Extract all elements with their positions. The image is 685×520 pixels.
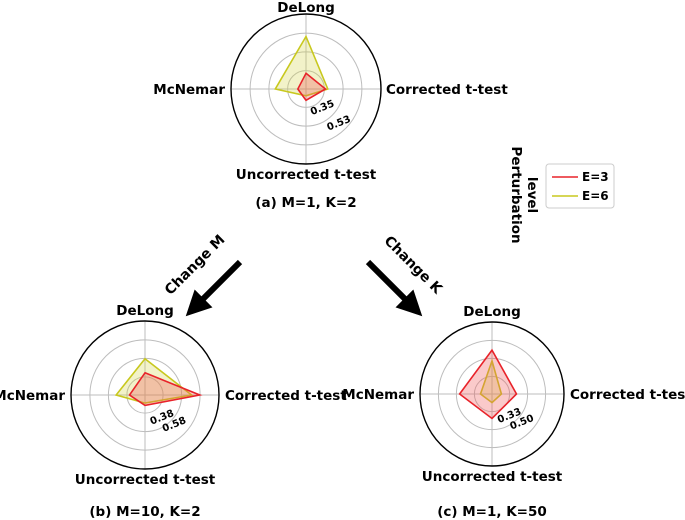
axis-label-corrected-t-test: Corrected t-test [386,82,508,98]
axis-label-mcnemar: McNemar [0,388,65,404]
axis-label-delong: DeLong [277,0,335,16]
radar-outer-circle [419,321,565,467]
axis-label-mcnemar: McNemar [342,387,414,403]
radar-outer-circle [230,13,382,165]
series-polygon-E3 [296,72,327,102]
legend-title-line-2: level [524,177,540,213]
axis-label-corrected-t-test: Corrected t-test [570,387,685,403]
legend-label-e3: E=3 [582,170,609,184]
axis-label-delong: DeLong [116,303,174,319]
legend-title-line-1: Perturbation [508,146,524,243]
axis-label-corrected-t-test: Corrected t-test [225,388,347,404]
change-m-label: Change M [162,232,228,298]
legend-label-e6: E=6 [582,189,609,203]
legend-box [545,163,615,209]
axis-label-mcnemar: McNemar [153,82,225,98]
series-polygon-E3 [458,348,518,420]
change-m-arrow: Change M [162,232,243,317]
axis-label-uncorrected-t-test: Uncorrected t-test [75,472,216,488]
panel-caption: (b) M=10, K=2 [89,504,200,520]
legend: Perturbation level E=3 E=6 [508,146,615,244]
panel-caption: (c) M=1, K=50 [437,504,547,520]
change-m-arrow-line [185,259,243,317]
series-polygon-E6 [479,358,503,404]
series-polygon-E3 [128,371,203,407]
axis-label-uncorrected-t-test: Uncorrected t-test [236,167,377,183]
panel-caption: (a) M=1, K=2 [255,195,356,211]
change-k-arrow-line [365,259,423,317]
change-k-arrow: Change K [365,233,446,317]
radar-outer-circle [70,320,220,470]
axis-label-uncorrected-t-test: Uncorrected t-test [422,469,563,485]
axis-label-delong: DeLong [463,304,521,320]
series-polygon-E6 [114,357,194,404]
